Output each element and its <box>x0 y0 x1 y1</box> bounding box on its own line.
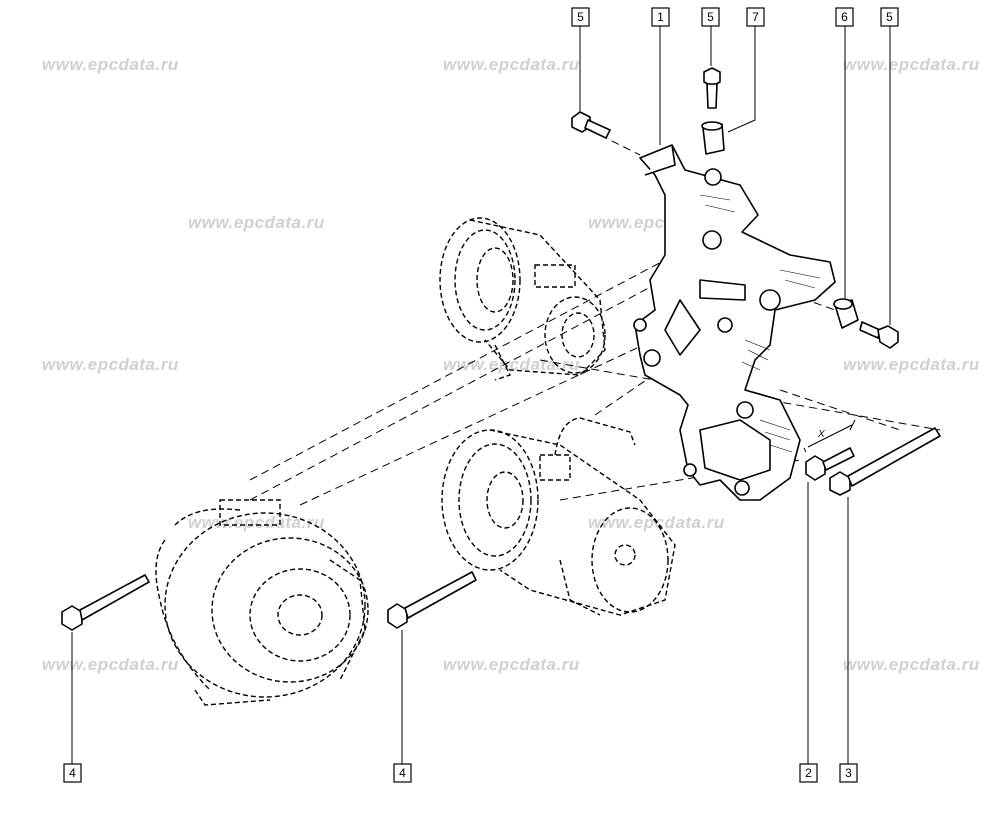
bolt-part5-upper-left <box>571 111 611 139</box>
compressor-ghost <box>441 417 676 616</box>
callout-5-top-left: 5 <box>571 7 590 27</box>
callout-label: 7 <box>752 10 759 24</box>
dimension-label: X <box>817 429 825 440</box>
bolt-part2 <box>805 447 855 481</box>
callout-label: 5 <box>577 10 584 24</box>
callout-label: 5 <box>707 10 714 24</box>
watermark-text: www.epcdata.ru <box>188 513 325 532</box>
bolt-part4-middle <box>387 571 477 629</box>
watermark-text: www.epcdata.ru <box>443 655 580 674</box>
callout-label: 1 <box>657 10 664 24</box>
alternator-ghost <box>155 499 369 706</box>
watermark-text: www.epcdata.ru <box>443 55 580 74</box>
dimension-x: X <box>803 419 856 453</box>
steering-pump-ghost <box>439 217 606 381</box>
callout-4-middle: 4 <box>393 763 412 783</box>
bolt-part5-vertical <box>703 67 721 109</box>
watermark-text: www.epcdata.ru <box>843 55 980 74</box>
bolt-part5-right <box>859 321 899 349</box>
callout-label: 4 <box>69 766 76 780</box>
callout-5-top-right: 5 <box>880 7 899 27</box>
sleeve-part7 <box>701 121 725 155</box>
callout-4-left: 4 <box>63 763 82 783</box>
callout-7: 7 <box>746 7 765 27</box>
callout-1: 1 <box>651 7 670 27</box>
callout-6: 6 <box>835 7 854 27</box>
watermark-text: www.epcdata.ru <box>188 213 325 232</box>
callout-label: 3 <box>845 766 852 780</box>
callout-label: 2 <box>805 766 812 780</box>
watermark-text: www.epcdata.ru <box>443 355 580 374</box>
watermarks: www.epcdata.ru www.epcdata.ru www.epcdat… <box>42 55 980 674</box>
callout-label: 6 <box>841 10 848 24</box>
callout-label: 5 <box>886 10 893 24</box>
watermark-text: www.epcdata.ru <box>42 355 179 374</box>
alignment-lines <box>249 134 941 506</box>
bushing-part6 <box>833 298 859 329</box>
callout-3: 3 <box>839 763 858 783</box>
watermark-text: www.epcdata.ru <box>843 355 980 374</box>
callout-label: 4 <box>399 766 406 780</box>
callout-2: 2 <box>799 763 818 783</box>
callout-5-top-middle: 5 <box>701 7 720 27</box>
main-bracket <box>633 144 836 501</box>
bolt-part4-left <box>61 574 150 631</box>
watermark-text: www.epcdata.ru <box>42 655 179 674</box>
leader-lines <box>71 26 891 764</box>
watermark-text: www.epcdata.ru <box>42 55 179 74</box>
watermark-text: www.epcdata.ru <box>843 655 980 674</box>
bolt-part3 <box>829 427 941 496</box>
